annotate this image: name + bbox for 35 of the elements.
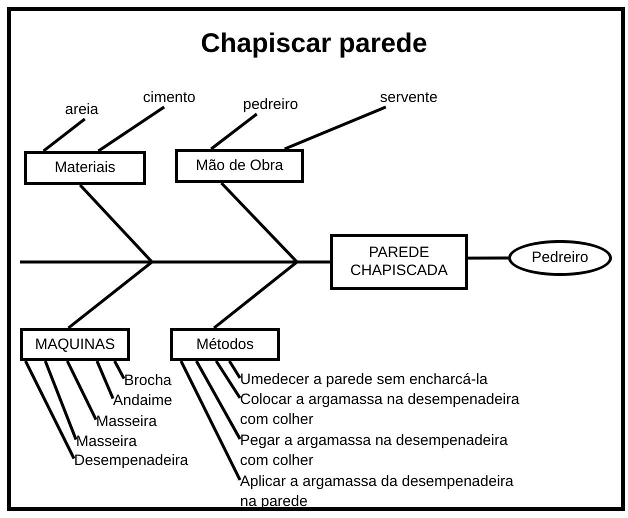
leader-line <box>24 360 76 460</box>
category-box: Materiais <box>24 151 146 185</box>
leader-line <box>284 106 386 150</box>
cause-label: Umedecer a parede sem encharcá-la <box>240 370 520 390</box>
category-box: MAQUINAS <box>20 328 130 361</box>
leader-line <box>98 106 166 152</box>
cause-label: Brocha <box>124 371 172 390</box>
cause-label: areia <box>65 100 98 119</box>
leader-line <box>214 360 242 399</box>
title: Chapiscar parede <box>200 28 428 59</box>
leader-line <box>113 360 126 380</box>
fishbone-line <box>213 260 330 330</box>
leader-line <box>195 360 242 440</box>
cause-label: Masseira <box>76 432 137 451</box>
fishbone-line <box>468 256 508 260</box>
leader-line <box>66 360 98 420</box>
responsible-ellipse: Pedreiro <box>508 240 612 276</box>
leader-line <box>96 360 114 400</box>
cause-label: Aplicar a argamassa da desempenadeira na parede <box>240 472 520 512</box>
leader-line <box>228 360 242 379</box>
cause-label: Desempenadeira <box>74 451 188 470</box>
leader-line <box>210 112 258 150</box>
leader-line <box>42 118 86 152</box>
cause-label: Andaime <box>113 391 172 410</box>
cause-label: Masseira <box>96 412 157 431</box>
leader-line <box>44 360 78 440</box>
effect-box: PAREDE CHAPISCADA <box>330 234 468 290</box>
cause-label: Pegar a argamassa na desempenadeira com colher <box>240 431 520 471</box>
cause-label: pedreiro <box>243 95 298 114</box>
category-box: Métodos <box>170 328 280 361</box>
cause-label: Colocar a argamassa na desempenadeira com colher <box>240 390 520 430</box>
cause-label: servente <box>380 88 438 107</box>
leader-line <box>180 360 242 481</box>
cause-label: cimento <box>143 88 196 107</box>
category-box: Mão de Obra <box>175 149 304 183</box>
